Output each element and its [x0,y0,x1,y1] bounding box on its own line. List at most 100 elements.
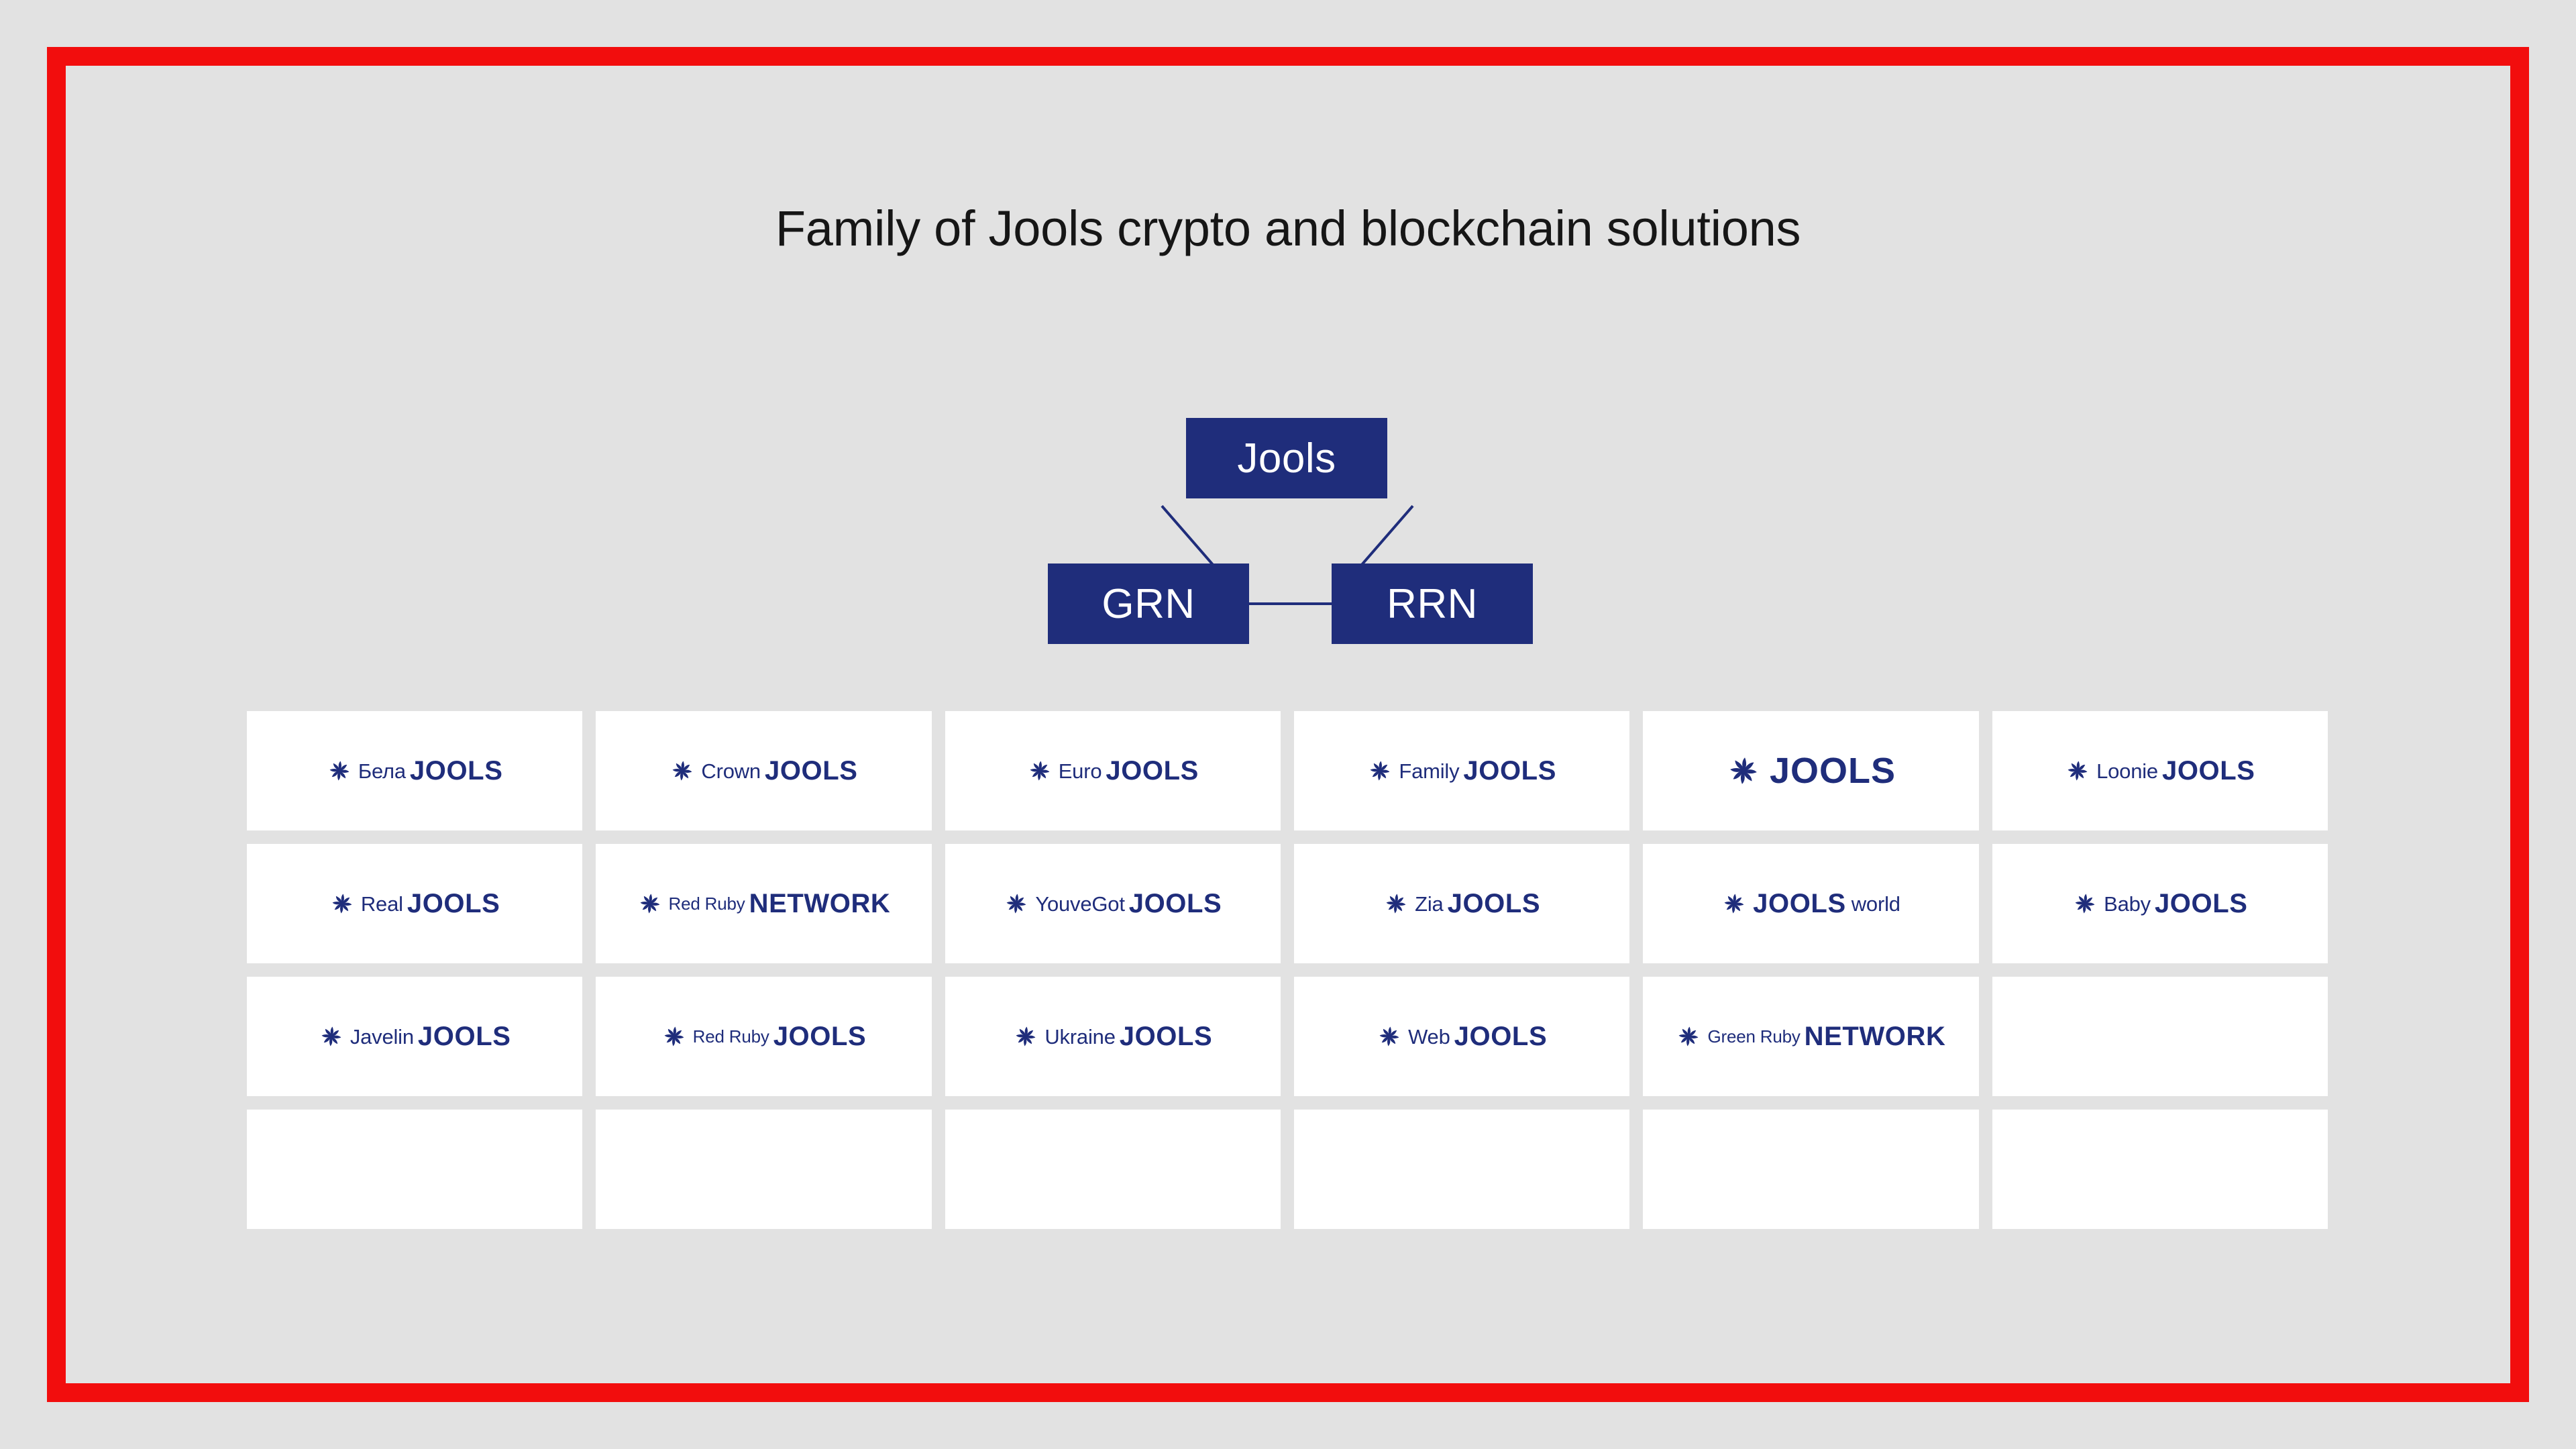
logo-prefix: Green Ruby [1707,1026,1801,1046]
logo-prefix: Red Ruby [668,894,745,914]
org-node-grn[interactable]: GRN [1048,564,1249,644]
logo-prefix: Javelin [350,1024,414,1049]
jools-rosette-icon [1386,894,1406,914]
jools-rosette-icon [1006,894,1026,914]
logo-cell-empty [1294,1110,1630,1229]
logo-cell-empty [1992,977,2328,1096]
slide-canvas: Family of Jools crypto and blockchain so… [66,66,2510,1383]
jools-rosette-icon [2068,761,2088,781]
jools-rosette-icon [1030,761,1050,781]
logo-prefix: Baby [2104,892,2151,916]
logo-prefix: Loonie [2096,759,2158,783]
logo-prefix: Бела [358,759,406,783]
logo-lockup: JOOLS [1726,753,1896,789]
logo-suffix: world [1851,892,1900,916]
jools-rosette-icon [1370,761,1390,781]
logo-wordmark: JOOLS [1447,889,1541,918]
jools-rosette-icon [640,894,659,914]
jools-rosette-icon [664,1026,684,1046]
logo-wordmark: JOOLS [407,889,500,918]
org-chart: Jools GRN RRN [66,354,2510,644]
logo-wordmark: JOOLS [764,756,858,786]
logo-cell-empty [945,1110,1281,1229]
logo-wordmark: JOOLS [1454,1022,1548,1051]
connector-jools-rrn [1360,504,1414,566]
logo-wordmark: JOOLS [1769,751,1896,791]
logo-prefix: Zia [1415,892,1444,916]
logo-wordmark: JOOLS [417,1022,511,1051]
jools-rosette-icon [329,761,350,781]
logo-cell[interactable]: JOOLS [1643,711,1979,830]
jools-rosette-icon [332,894,352,914]
connector-grn-rrn [1249,602,1332,605]
jools-rosette-icon [672,761,692,781]
logo-prefix: Crown [701,759,761,783]
logo-wordmark: JOOLS [773,1022,867,1051]
logo-wordmark: JOOLS [1128,889,1222,918]
logo-prefix: Family [1399,759,1460,783]
logo-prefix: YouveGot [1035,892,1125,916]
logo-cell-empty [596,1110,932,1229]
logo-wordmark: JOOLS [2161,756,2255,786]
jools-rosette-icon [2075,894,2095,914]
logo-wordmark: JOOLS [2154,889,2248,918]
org-node-rrn[interactable]: RRN [1332,564,1533,644]
logo-prefix: Ukraine [1044,1024,1116,1049]
jools-rosette-icon [1730,757,1757,784]
jools-rosette-icon [321,1026,341,1046]
jools-rosette-icon [1679,1026,1699,1046]
jools-rosette-icon [1724,894,1744,914]
logo-cell-empty [247,1110,583,1229]
logo-prefix: Red Ruby [692,1026,769,1046]
jools-rosette-icon [1379,1026,1399,1046]
logo-prefix: Web [1408,1024,1450,1049]
logo-wordmark: NETWORK [1804,1022,1946,1051]
logo-wordmark: JOOLS [1463,756,1556,786]
logo-wordmark: JOOLS [1753,889,1846,918]
page-title: Family of Jools crypto and blockchain so… [775,201,1801,256]
connector-jools-grn [1161,504,1214,566]
logo-prefix: Real [360,892,403,916]
logo-wordmark: JOOLS [409,756,503,786]
logo-wordmark: JOOLS [1119,1022,1213,1051]
logo-wordmark: NETWORK [749,889,891,918]
logo-cell-empty [1992,1110,2328,1229]
org-node-jools[interactable]: Jools [1186,418,1387,498]
jools-rosette-icon [1016,1026,1036,1046]
logo-prefix: Euro [1058,759,1102,783]
logo-cell-empty [1643,1110,1979,1229]
logo-wordmark: JOOLS [1106,756,1199,786]
